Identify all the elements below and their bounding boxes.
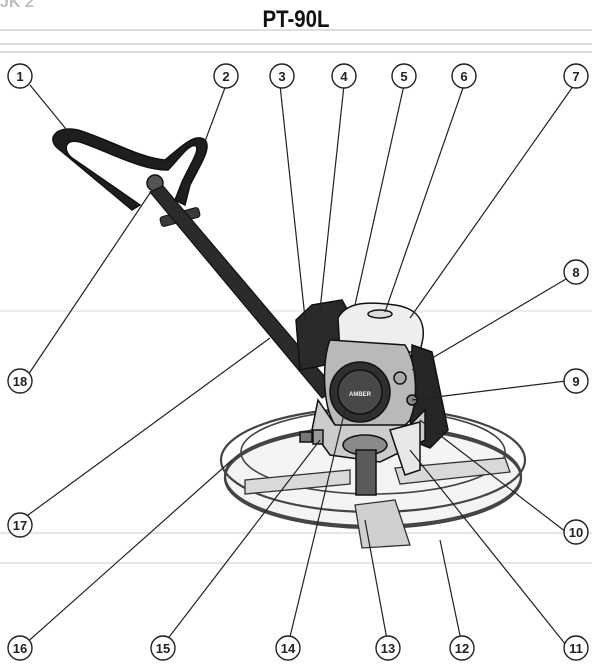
callout-9: 9 — [572, 374, 579, 389]
handle-assembly — [52, 128, 337, 399]
engine: AMBER — [295, 299, 449, 496]
corner-label: JK 2 — [0, 0, 34, 11]
callout-11: 11 — [569, 641, 583, 656]
callout-6: 6 — [460, 69, 467, 84]
callout-5: 5 — [400, 69, 407, 84]
handle-grip — [52, 128, 208, 211]
throttle-lever — [393, 371, 407, 385]
callout-13: 13 — [381, 641, 395, 656]
callouts: 1 2 3 4 5 6 7 8 9 10 11 12 13 14 15 16 1… — [7, 63, 589, 661]
callout-1: 1 — [16, 69, 23, 84]
callout-18: 18 — [13, 374, 27, 389]
callout-17: 17 — [13, 518, 27, 533]
fuel-tank — [337, 302, 424, 353]
leader-lines — [23, 84, 575, 646]
model-title: PT-90L — [262, 6, 330, 33]
callout-7: 7 — [572, 69, 579, 84]
callout-3: 3 — [278, 69, 285, 84]
callout-16: 16 — [13, 641, 27, 656]
callout-14: 14 — [281, 641, 296, 656]
header-rules — [0, 29, 592, 564]
callout-4: 4 — [340, 69, 348, 84]
callout-15: 15 — [156, 641, 170, 656]
callout-12: 12 — [455, 641, 469, 656]
callout-8: 8 — [572, 265, 579, 280]
fuel-cap — [367, 309, 393, 319]
engine-badge: AMBER — [349, 392, 372, 398]
callout-2: 2 — [222, 69, 229, 84]
callout-10: 10 — [569, 525, 583, 540]
center-shaft — [355, 449, 377, 496]
